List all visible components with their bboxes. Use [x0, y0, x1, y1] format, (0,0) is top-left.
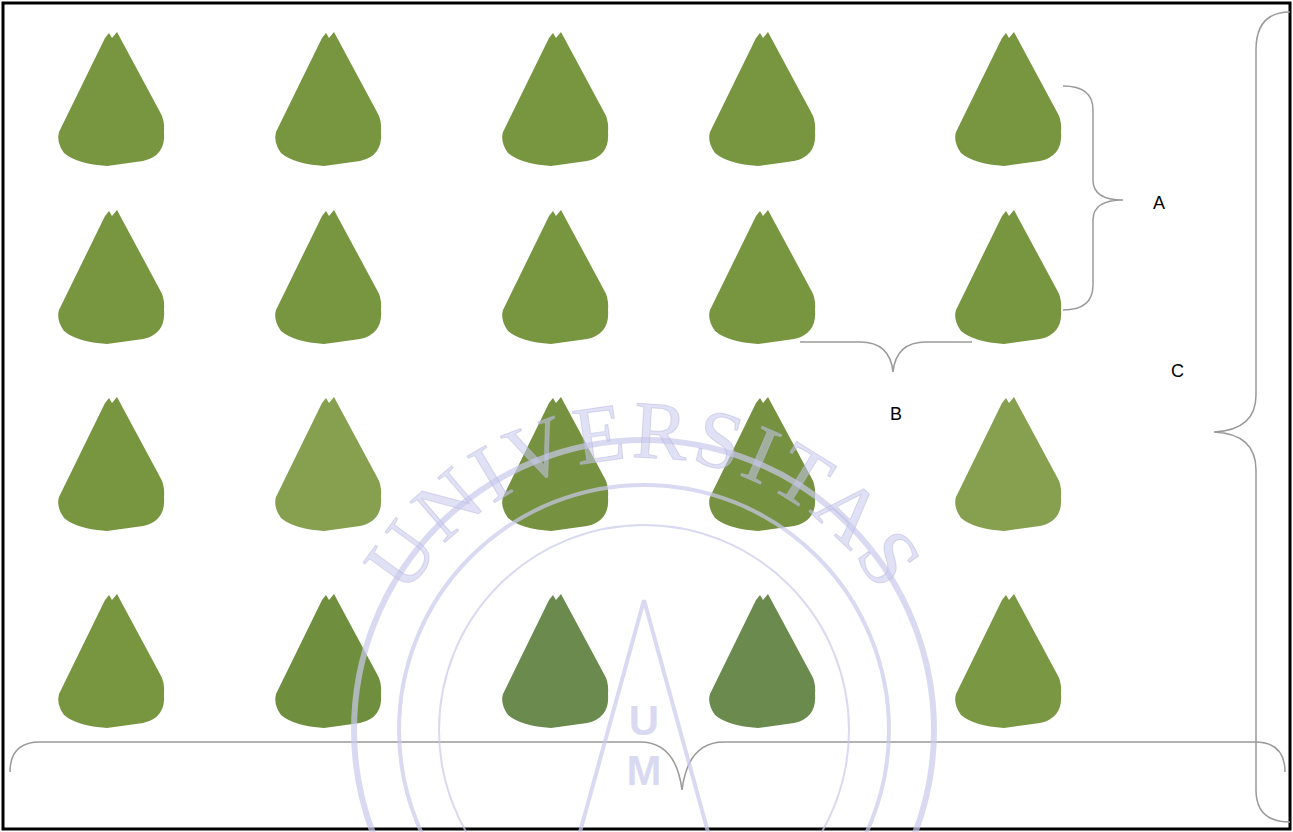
frame	[3, 3, 1290, 829]
bracket-label: C	[1171, 362, 1184, 380]
leaf-shape	[709, 210, 815, 344]
watermark-text: UNIVERSITAS	[347, 384, 942, 606]
bracket-label: A	[1153, 194, 1165, 212]
leaf-shape	[709, 32, 815, 166]
leaf-shape	[955, 397, 1061, 531]
leaf-shape	[275, 594, 381, 728]
bracket-label: B	[890, 405, 902, 423]
leaf-shape	[58, 32, 164, 166]
bracket	[1214, 12, 1290, 822]
leaf-shape	[275, 210, 381, 344]
watermark-letter: M	[627, 747, 662, 794]
leaf-grid	[58, 32, 1061, 728]
bracket	[1063, 86, 1123, 310]
watermark-letter: U	[629, 697, 659, 744]
leaf-shape	[709, 594, 815, 728]
leaf-shape	[502, 210, 608, 344]
leaf-shape	[502, 594, 608, 728]
leaf-shape	[58, 594, 164, 728]
leaf-shape	[502, 397, 608, 531]
leaf-shape	[58, 210, 164, 344]
leaf-shape	[955, 32, 1061, 166]
leaf-shape	[58, 397, 164, 531]
leaf-shape	[275, 32, 381, 166]
leaf-shape	[275, 397, 381, 531]
leaf-shape	[502, 32, 608, 166]
leaf-shape	[955, 594, 1061, 728]
bracket	[10, 742, 1285, 790]
leaf-shape	[709, 397, 815, 531]
bracket	[800, 342, 972, 372]
leaf-shape	[955, 210, 1061, 344]
